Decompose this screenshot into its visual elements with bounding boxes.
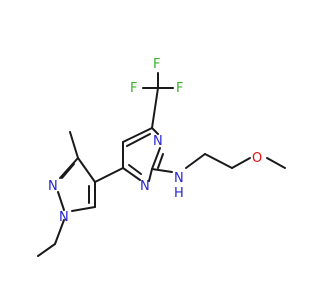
bond-methyl bbox=[69, 131, 79, 159]
bond-pz-n1-c5 bbox=[71, 206, 96, 212]
bond-ethyl-ch3 bbox=[37, 243, 56, 257]
bond-n-ch2 bbox=[185, 153, 206, 169]
bond-ch2-ch2 bbox=[204, 153, 233, 169]
bond-ring-c4-c5-double bbox=[126, 133, 151, 147]
bond-ring-c6-n1 bbox=[122, 167, 141, 181]
atom-fluorine-right: F bbox=[176, 81, 183, 96]
atom-nitrogen-pyrazole-2: N bbox=[48, 179, 58, 194]
bond-o-ch3 bbox=[266, 157, 286, 169]
atom-labels: F F F N N N H O N N bbox=[48, 57, 262, 225]
bonds bbox=[37, 72, 286, 257]
atom-nitrogen-ring-lower: N bbox=[140, 179, 150, 194]
bond-pz-c3-n2 bbox=[59, 157, 79, 179]
atom-oxygen-ether: O bbox=[252, 151, 262, 166]
bond-ring-n1-c2 bbox=[148, 168, 153, 182]
bond-ring-c2-n3-double bbox=[157, 153, 164, 169]
bond-ring-n3-c4 bbox=[151, 127, 159, 135]
atom-hydrogen-amine: H bbox=[174, 186, 184, 201]
atom-nitrogen-pyrazole-1: N bbox=[59, 210, 69, 225]
atom-nitrogen-ring-upper: N bbox=[153, 134, 163, 149]
bond-cf3-ring bbox=[151, 87, 159, 129]
bond-ring-c4-c5 bbox=[122, 127, 153, 143]
bond-c2-n-amine bbox=[151, 168, 173, 173]
bond-pz-c4-c3 bbox=[77, 157, 96, 183]
bond-pz-c3-n2-double bbox=[61, 163, 75, 179]
bond-ethyl-ch2 bbox=[54, 219, 65, 245]
atom-fluorine-top: F bbox=[153, 57, 160, 72]
bond-ring-c2-n3 bbox=[151, 147, 161, 170]
bond-ring-pyrazole bbox=[94, 167, 124, 183]
atom-nitrogen-amine: N bbox=[174, 171, 184, 186]
molecule-structure-diagram: F F F N N N H O N N bbox=[37, 57, 286, 257]
bond-ring-c6-n1-double bbox=[128, 164, 142, 175]
bond-pz-n2-n1 bbox=[57, 191, 65, 211]
bond-ch2-o bbox=[231, 157, 251, 169]
atom-fluorine-left: F bbox=[130, 81, 137, 96]
